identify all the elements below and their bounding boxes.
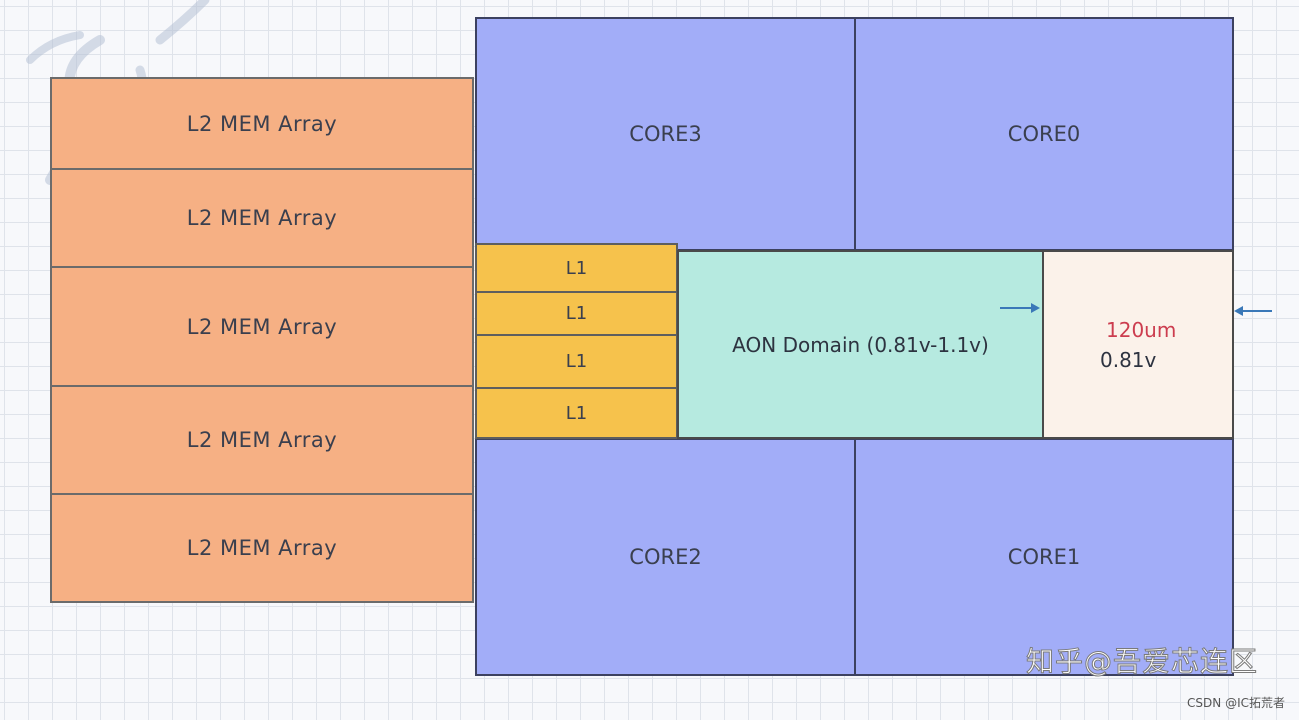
l2-mem-array-label: L2 MEM Array — [186, 206, 338, 230]
l2-mem-array-label: L2 MEM Array — [186, 428, 338, 452]
core1-block: CORE1 — [854, 438, 1234, 676]
l2-mem-array-2: L2 MEM Array — [50, 168, 474, 268]
aon-domain-block: AON Domain (0.81v-1.1v) — [677, 250, 1044, 439]
l1-cache-4: L1 — [475, 387, 678, 439]
l1-label: L1 — [565, 351, 588, 372]
aon-domain-label: AON Domain (0.81v-1.1v) — [732, 332, 989, 357]
l2-mem-array-label: L2 MEM Array — [186, 536, 338, 560]
dimension-label: 120um — [1106, 317, 1177, 342]
core2-label: CORE2 — [629, 545, 702, 569]
l1-label: L1 — [565, 303, 588, 324]
l2-mem-array-4: L2 MEM Array — [50, 385, 474, 495]
dimension-arrow-left — [1000, 303, 1040, 313]
dimension-arrow-right — [1234, 306, 1272, 316]
l1-label: L1 — [565, 257, 588, 279]
core2-block: CORE2 — [475, 438, 856, 676]
core3-label: CORE3 — [629, 122, 702, 146]
l2-mem-array-1: L2 MEM Array — [50, 77, 474, 170]
fixed-voltage-region: 120um 0.81v — [1042, 250, 1234, 439]
core3-block: CORE3 — [475, 17, 856, 251]
l1-cache-1: L1 — [475, 243, 678, 293]
core1-label: CORE1 — [1007, 545, 1081, 569]
core0-block: CORE0 — [854, 17, 1234, 251]
logo-watermark: 知乎@吾爱芯连区 — [1025, 645, 1259, 679]
l2-mem-array-5: L2 MEM Array — [50, 493, 474, 603]
l2-mem-array-3: L2 MEM Array — [50, 266, 474, 387]
core0-label: CORE0 — [1007, 122, 1081, 146]
l1-label: L1 — [565, 402, 588, 424]
l1-cache-3: L1 — [475, 334, 678, 389]
voltage-label: 0.81v — [1100, 347, 1157, 372]
l2-mem-array-label: L2 MEM Array — [186, 111, 338, 136]
l1-cache-2: L1 — [475, 291, 678, 336]
l2-mem-array-label: L2 MEM Array — [186, 314, 338, 339]
credit-text: CSDN @IC拓荒者 — [1187, 696, 1285, 710]
